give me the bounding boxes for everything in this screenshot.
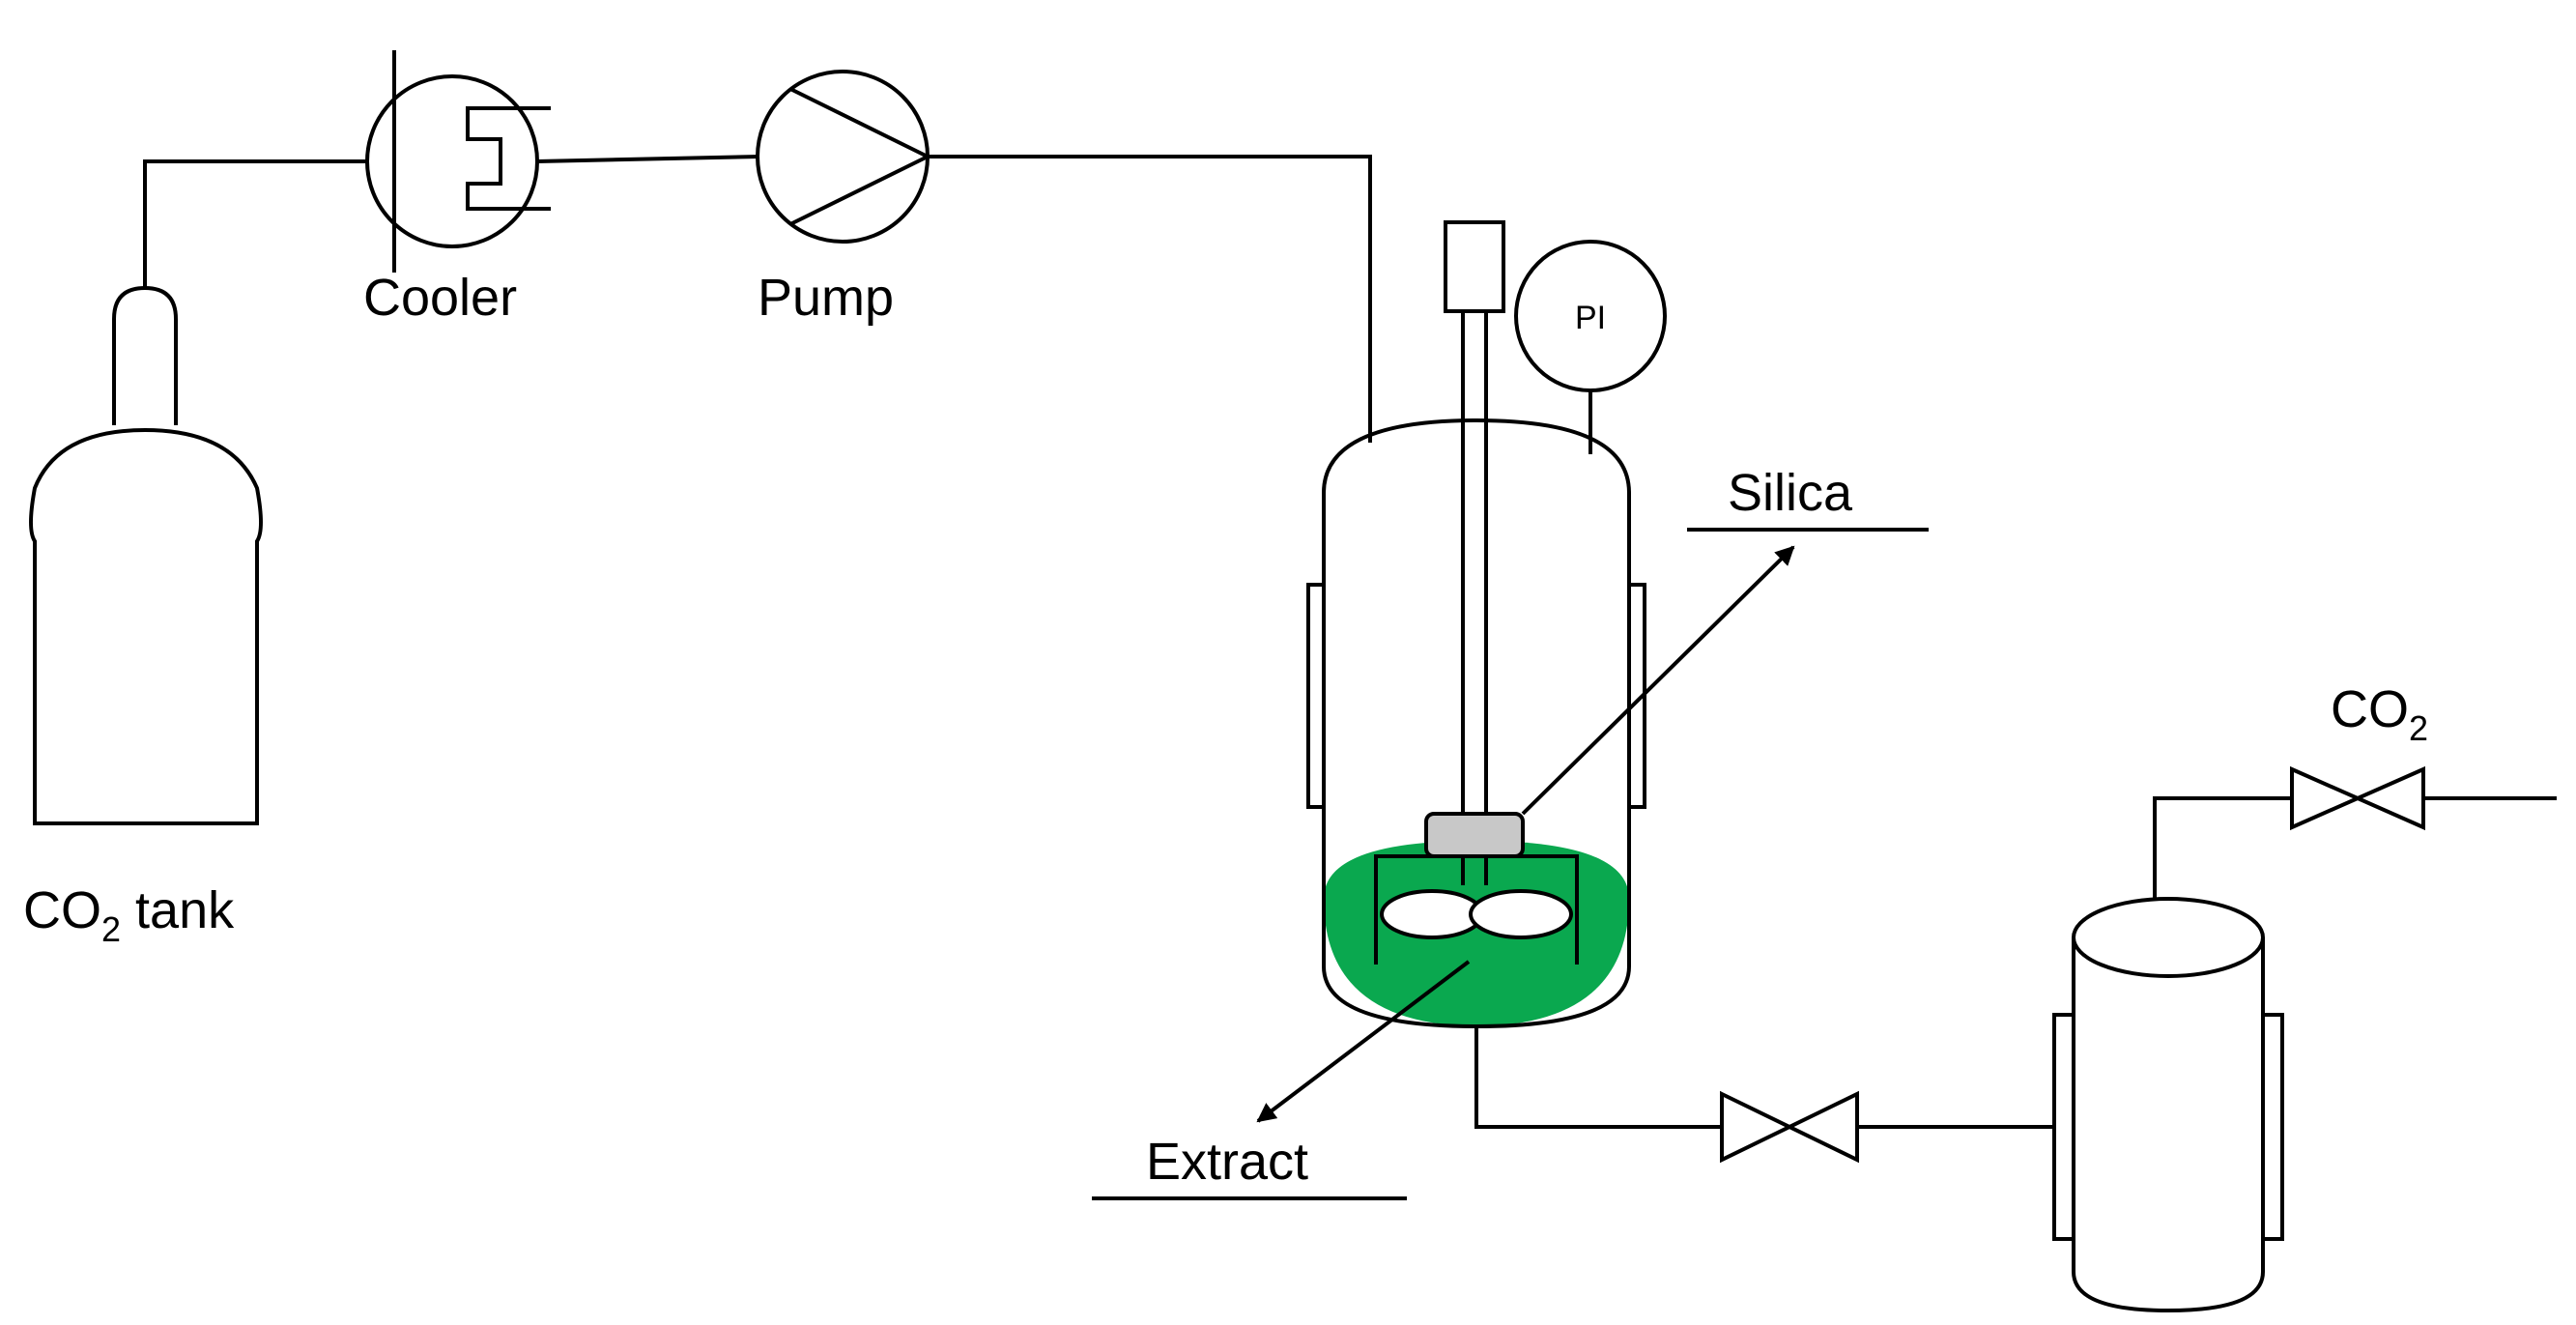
silica-label: Silica (1728, 464, 1853, 522)
pipe-separator-valve (2153, 796, 2292, 899)
pipe-vessel-valve (1474, 1026, 1722, 1129)
silica-holder (1424, 812, 1525, 858)
silica-callout (1521, 528, 1929, 816)
pump-label: Pump (758, 269, 894, 327)
extraction-vessel (1306, 418, 1646, 1029)
cooler (365, 50, 551, 273)
pressure-indicator (1514, 240, 1667, 454)
co2-tank (29, 285, 263, 825)
pipe-cooler-pump (536, 155, 760, 163)
co2-tank-label: CO2 tank (23, 881, 235, 949)
cooler-label: Cooler (363, 269, 517, 327)
pipe-tank-cooler (143, 159, 367, 288)
separator-vessel (2052, 897, 2284, 1313)
outlet-valve (1720, 1090, 1859, 1164)
pipe-pump-vessel (928, 155, 1372, 443)
co2-out-label: CO2 (2331, 680, 2428, 748)
pressure-indicator-label: PI (1575, 300, 1606, 336)
stirrer (1374, 220, 1579, 965)
extract-region (1324, 841, 1629, 1026)
extract-label: Extract (1146, 1133, 1308, 1191)
extract-callout (1092, 960, 1471, 1200)
pump (756, 70, 930, 244)
co2-outlet-valve (2290, 765, 2425, 831)
